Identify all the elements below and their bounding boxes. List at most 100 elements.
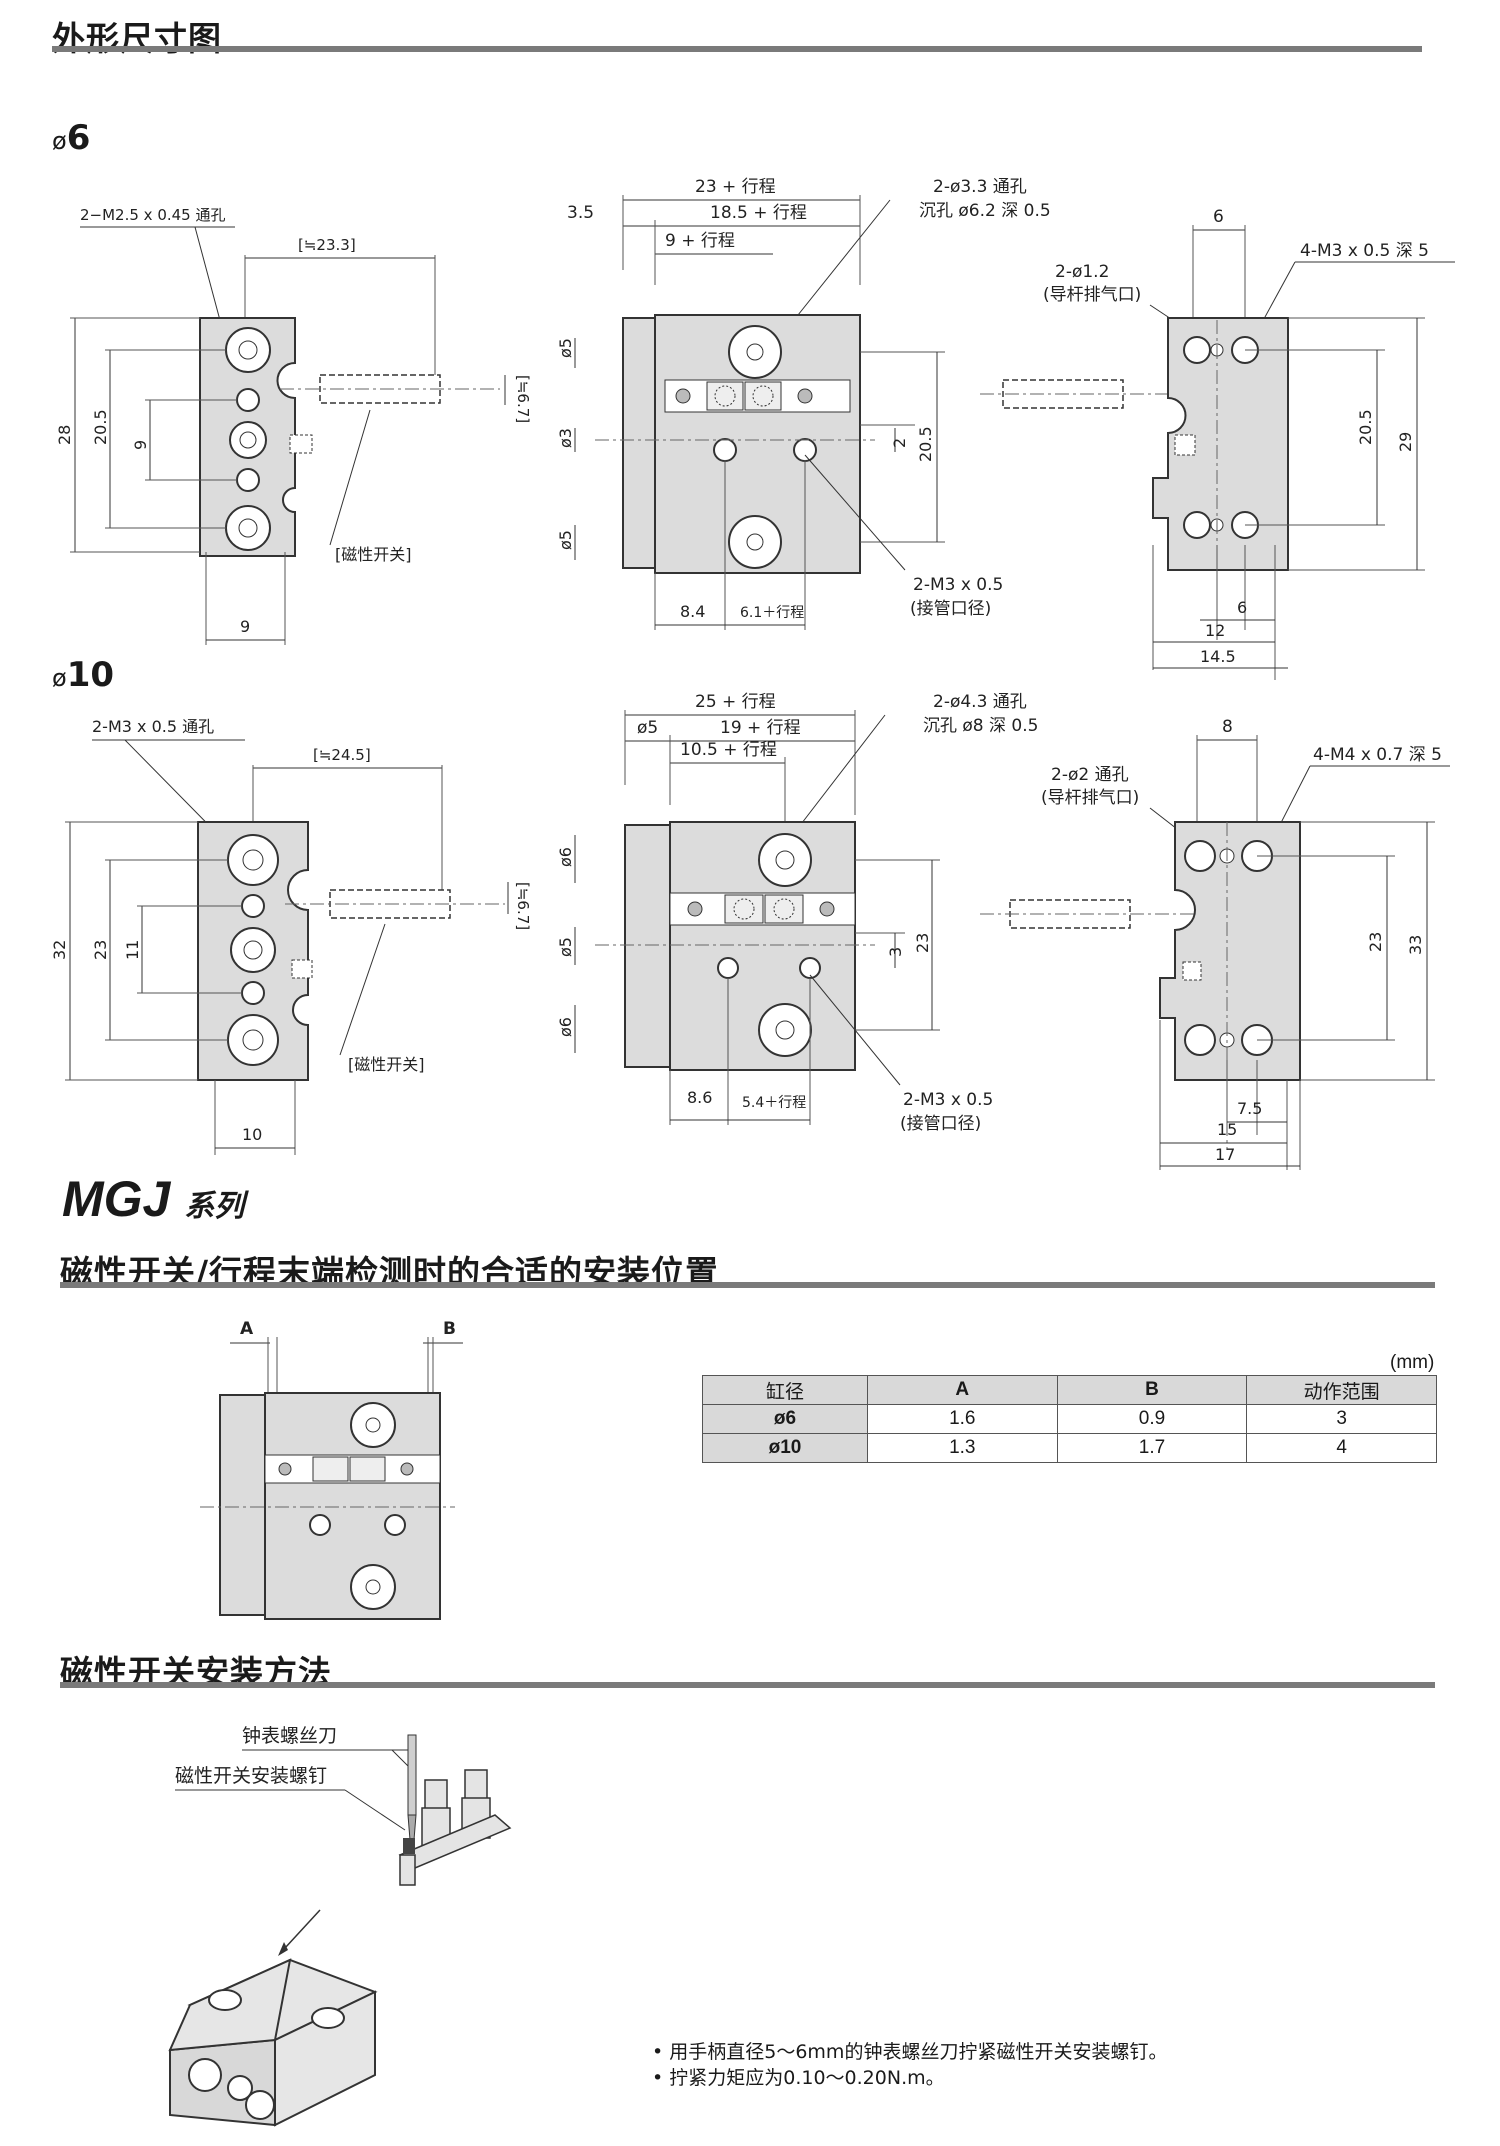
- d6-left-thread-label: 2−M2.5 x 0.45 通孔: [80, 206, 226, 224]
- d10-mid-d5: ø5: [637, 718, 658, 738]
- d10-mid-len105: 10.5 + 行程: [680, 740, 777, 760]
- section-title-outline: 外形尺寸图: [52, 19, 222, 58]
- position-table: 缸径 A B 动作范围 ø6 1.6 0.9 3 ø10 1.3 1.7 4: [702, 1375, 1437, 1463]
- d6-left-approx-h: [≒6.7]: [514, 375, 532, 423]
- d10-mid-b86: 8.6: [687, 1088, 712, 1107]
- table-cell: 4: [1246, 1433, 1437, 1463]
- d10-right-b15: 15: [1217, 1120, 1237, 1139]
- d10-right-b17: 17: [1215, 1145, 1235, 1164]
- d6-left-h9: 9: [131, 440, 150, 450]
- d6-left-h28: 28: [55, 425, 74, 445]
- d6-left-w9: 9: [240, 617, 250, 636]
- d10-rear-view-drawing: 8 4-M4 x 0.7 深 5 2-ø2 通孔 (导杆排气口) 23 33 7…: [980, 717, 1450, 1170]
- mounting-method-illustration: 钟表螺丝刀 磁性开关安装螺钉: [168, 1725, 512, 2127]
- d6-mid-b84: 8.4: [680, 602, 705, 621]
- d10-right-vent: 2-ø2 通孔: [1051, 765, 1129, 785]
- d6-left-approx: [≒23.3]: [298, 236, 356, 254]
- d10-left-w10: 10: [242, 1125, 262, 1144]
- d6-right-w6: 6: [1213, 207, 1224, 227]
- d6-end-view-drawing: 2−M2.5 x 0.45 通孔 [≒23.3] [≒6.7] [磁性开关] 2…: [55, 206, 532, 645]
- d10-mid-port: 2-M3 x 0.5: [903, 1090, 993, 1110]
- d6-right-b12: 12: [1205, 621, 1225, 640]
- d6-right-b6: 6: [1237, 598, 1247, 617]
- d6-rear-view-drawing: 6 4-M3 x 0.5 深 5 2-ø1.2 (导杆排气口) 20.5 29 …: [980, 207, 1455, 680]
- d10-right-thread: 4-M4 x 0.7 深 5: [1313, 745, 1442, 765]
- d6-mid-d35: 3.5: [567, 203, 594, 223]
- d10-left-switch-label: [磁性开关]: [348, 1055, 425, 1074]
- section-rule: [60, 1682, 1435, 1688]
- d6-mid-d3: ø3: [556, 428, 575, 448]
- d10-mid-len25: 25 + 行程: [695, 692, 776, 712]
- table-unit: (mm): [1390, 1352, 1435, 1373]
- d10-mid-b54: 5.4＋行程: [742, 1095, 806, 1111]
- d10-mid-d6a: ø6: [556, 847, 575, 867]
- d6-right-b145: 14.5: [1200, 647, 1236, 666]
- d6-mid-len23: 23 + 行程: [695, 177, 776, 197]
- table-cell: 3: [1246, 1404, 1437, 1434]
- series-title: MGJ 系列: [62, 1171, 245, 1227]
- position-label-b: B: [443, 1319, 456, 1339]
- d6-mid-hole: 2-ø3.3 通孔: [933, 177, 1027, 197]
- d6-left-h205: 20.5: [91, 409, 110, 445]
- table-row: ø6 1.6 0.9 3: [702, 1404, 1437, 1434]
- d6-mid-len9: 9 + 行程: [665, 231, 735, 251]
- d10-mid-h23: 23: [913, 933, 932, 953]
- d10-end-view-drawing: 2-M3 x 0.5 通孔 [≒24.5] [≒6.7] [磁性开关] 32 2…: [50, 717, 532, 1155]
- d6-side-view-drawing: 23 + 行程 3.5 18.5 + 行程 9 + 行程 2-ø3.3 通孔 沉…: [556, 177, 1051, 630]
- bore-label-d6: ø6: [52, 118, 91, 158]
- table-cell: 1.7: [1056, 1433, 1248, 1463]
- d10-left-h32: 32: [50, 940, 69, 960]
- table-row: ø10 1.3 1.7 4: [702, 1433, 1437, 1463]
- d10-mid-d6b: ø6: [556, 1017, 575, 1037]
- d6-right-vent: 2-ø1.2: [1055, 262, 1109, 282]
- d10-mid-h3: 3: [886, 947, 905, 957]
- label-screw: 磁性开关安装螺钉: [175, 1765, 327, 1787]
- d10-mid-hole: 2-ø4.3 通孔: [933, 692, 1027, 712]
- d10-right-w8: 8: [1222, 717, 1233, 737]
- table-cell: 1.3: [866, 1433, 1058, 1463]
- d10-right-b75: 7.5: [1237, 1099, 1262, 1118]
- bore-label-d10: ø10: [52, 655, 115, 695]
- d6-left-switch-label: [磁性开关]: [335, 545, 412, 564]
- table-cell: ø10: [702, 1433, 868, 1463]
- label-screwdriver: 钟表螺丝刀: [242, 1725, 337, 1747]
- d10-left-h23: 23: [91, 940, 110, 960]
- table-cell: ø6: [702, 1404, 868, 1434]
- section-rule: [52, 46, 1422, 52]
- position-label-a: A: [240, 1319, 254, 1339]
- d6-mid-b61: 6.1＋行程: [740, 605, 804, 621]
- d6-right-thread: 4-M3 x 0.5 深 5: [1300, 241, 1429, 261]
- d10-right-vent-note: (导杆排气口): [1041, 788, 1139, 808]
- method-note: • 拧紧力矩应为0.10～0.20N.m。: [652, 2067, 945, 2089]
- table-header: 缸径: [702, 1375, 868, 1405]
- d10-right-h23: 23: [1366, 932, 1385, 952]
- d10-left-approx: [≒24.5]: [313, 746, 371, 764]
- d10-left-h11: 11: [123, 940, 142, 960]
- d6-mid-h2: 2: [890, 438, 909, 448]
- section-rule: [60, 1282, 1435, 1288]
- d10-mid-port-note: (接管口径): [900, 1114, 981, 1134]
- table-header: B: [1056, 1375, 1248, 1405]
- table-header-row: 缸径 A B 动作范围: [702, 1375, 1437, 1405]
- d6-mid-h205: 20.5: [916, 426, 935, 462]
- switch-position-drawing: A B: [200, 1319, 463, 1620]
- d10-side-view-drawing: 25 + 行程 ø5 19 + 行程 10.5 + 行程 2-ø4.3 通孔 沉…: [556, 692, 1038, 1134]
- d6-mid-port-note: (接管口径): [910, 599, 991, 619]
- table-header: A: [866, 1375, 1058, 1405]
- d10-left-approx-h: [≒6.7]: [514, 882, 532, 930]
- table-cell: 0.9: [1056, 1404, 1248, 1434]
- d6-mid-cbore: 沉孔 ø6.2 深 0.5: [919, 201, 1051, 221]
- d10-mid-len19: 19 + 行程: [720, 718, 801, 738]
- d6-right-h205: 20.5: [1356, 409, 1375, 445]
- table-cell: 1.6: [866, 1404, 1058, 1434]
- d10-mid-cbore: 沉孔 ø8 深 0.5: [923, 716, 1038, 736]
- d10-left-thread-label: 2-M3 x 0.5 通孔: [92, 717, 214, 736]
- d6-right-vent-note: (导杆排气口): [1043, 285, 1141, 305]
- d10-right-h33: 33: [1406, 935, 1425, 955]
- d6-mid-port: 2-M3 x 0.5: [913, 575, 1003, 595]
- d6-mid-d5b: ø5: [556, 530, 575, 550]
- method-note: • 用手柄直径5～6mm的钟表螺丝刀拧紧磁性开关安装螺钉。: [652, 2041, 1168, 2063]
- d6-mid-len185: 18.5 + 行程: [710, 203, 807, 223]
- d6-mid-d5a: ø5: [556, 338, 575, 358]
- table-header: 动作范围: [1246, 1375, 1437, 1405]
